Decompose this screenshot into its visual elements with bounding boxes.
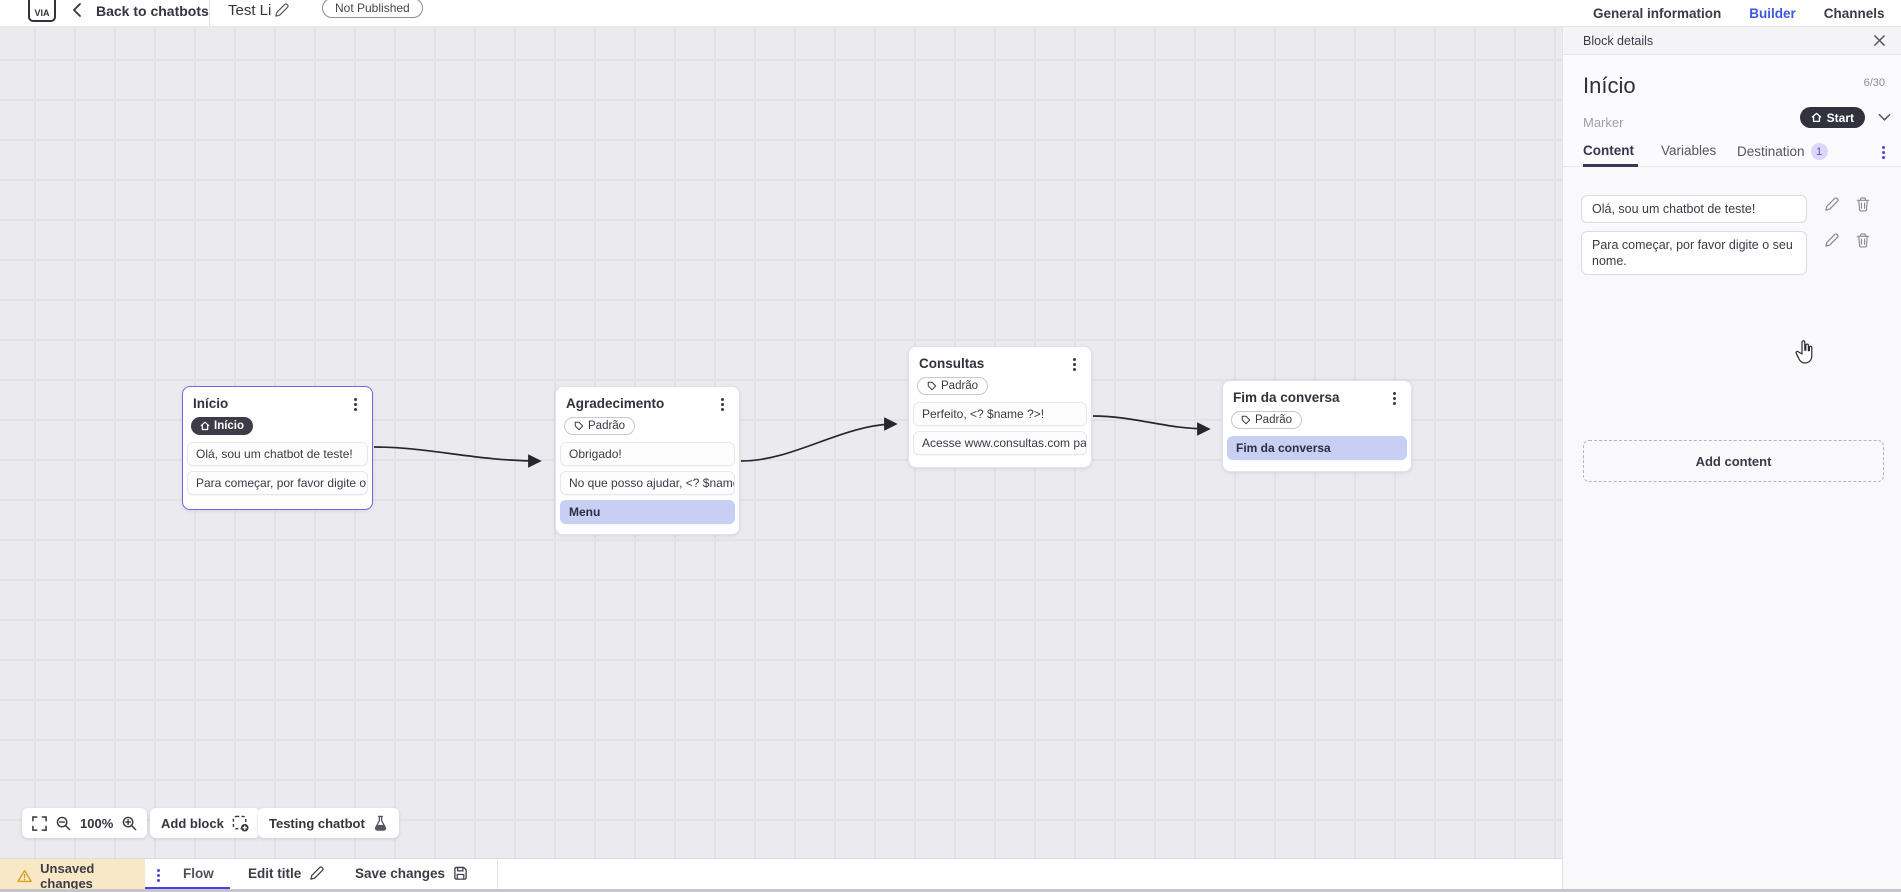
builder-nav-tabs: General information Builder Channels [1570,0,1901,26]
window-bottom-edge [0,889,1901,892]
panel-tabs: Content Variables Destination 1 [1563,139,1901,167]
node-content-item[interactable]: Olá, sou um chatbot de teste! [187,442,368,466]
content-message[interactable]: Para começar, por favor digite o seu nom… [1581,231,1807,275]
destination-count-badge: 1 [1810,143,1828,160]
tab-general-information[interactable]: General information [1593,5,1722,21]
warning-icon [17,869,32,882]
tag-icon [927,381,937,391]
flow-canvas[interactable]: Início Início Olá, sou um chatbot de tes… [0,27,1562,884]
node-menu-icon[interactable] [1067,356,1081,372]
content-message[interactable]: Olá, sou um chatbot de teste! [1581,195,1807,223]
tab-content-underline [1583,164,1638,167]
save-icon [454,866,467,880]
panel-menu-icon[interactable] [1876,144,1890,160]
node-content-item-highlighted[interactable]: Fim da conversa [1227,436,1407,460]
node-content-item[interactable]: Acesse www.consultas.com par... [913,431,1087,455]
flask-icon [374,815,386,831]
trash-icon[interactable] [1856,197,1870,212]
topbar-divider [209,0,210,26]
save-changes-button[interactable]: Save changes [355,866,468,881]
marker-start-pill[interactable]: Start [1799,107,1865,128]
node-content-item[interactable]: Para começar, por favor digite o ... [187,471,368,495]
block-details-panel: Block details Início 6/30 Marker Start C… [1562,27,1901,892]
panel-header-title: Block details [1583,33,1654,48]
node-consultas[interactable]: Consultas Padrão Perfeito, <? $name ?>! … [908,346,1092,468]
tab-channels[interactable]: Channels [1823,5,1885,21]
node-title: Início [193,396,229,411]
tab-flow-underline [145,887,230,890]
tab-flow[interactable]: Flow [183,866,214,881]
node-inicio[interactable]: Início Início Olá, sou um chatbot de tes… [182,386,373,510]
flow-connectors [373,415,1211,468]
tab-content[interactable]: Content [1583,143,1634,158]
node-content-item[interactable]: Obrigado! [560,442,735,466]
node-menu-icon[interactable] [715,396,729,412]
node-menu-icon[interactable] [348,396,362,412]
bottombar-divider [497,859,498,892]
close-icon[interactable] [1873,34,1886,47]
trash-icon[interactable] [1856,233,1870,248]
tab-variables[interactable]: Variables [1661,143,1717,158]
top-bar: VIA Back to chatbots Test Li Not Publish… [0,0,1901,27]
tab-destination[interactable]: Destination 1 [1737,143,1828,160]
edit-pencil-icon[interactable] [1824,197,1839,212]
zoom-out-icon[interactable] [56,816,71,831]
default-marker-pill: Padrão [1231,411,1303,429]
panel-header: Block details [1563,27,1901,55]
pencil-icon [310,866,324,880]
node-fim-da-conversa[interactable]: Fim da conversa Padrão Fim da conversa [1222,380,1412,472]
default-marker-pill: Padrão [917,377,989,395]
zoom-in-icon[interactable] [122,816,137,831]
zoom-level: 100% [80,815,114,831]
add-block-icon [232,815,249,832]
back-chevron-icon[interactable] [72,2,82,18]
tag-icon [574,421,584,431]
node-menu-icon[interactable] [1387,390,1401,406]
char-counter: 6/30 [1863,77,1885,89]
fullscreen-icon[interactable] [32,815,47,831]
node-title: Fim da conversa [1233,390,1340,405]
block-name-input[interactable]: Início [1583,73,1636,98]
status-badge: Not Published [322,0,423,18]
panel-content-area: Olá, sou um chatbot de teste! Para começ… [1563,167,1901,892]
add-block-button[interactable]: Add block [150,808,260,838]
home-icon [1811,112,1821,122]
flow-menu-icon[interactable] [151,867,165,883]
edit-title-button[interactable]: Edit title [248,866,324,881]
unsaved-changes-indicator: Unsaved changes [0,859,145,892]
testing-chatbot-button[interactable]: Testing chatbot [258,808,399,838]
node-title: Consultas [919,356,985,371]
node-content-item-highlighted[interactable]: Menu [560,500,735,524]
back-to-chatbots-link[interactable]: Back to chatbots [96,3,209,19]
edit-pencil-icon[interactable] [1824,233,1839,248]
add-content-button[interactable]: Add content [1583,440,1884,482]
node-content-item[interactable]: No que posso ajudar, <? $name ... [560,471,735,495]
node-content-item[interactable]: Perfeito, <? $name ?>! [913,402,1087,426]
content-row: Olá, sou um chatbot de teste! [1581,195,1870,223]
tab-builder[interactable]: Builder [1749,5,1796,21]
bottom-bar: Unsaved changes Flow Edit title Save cha… [0,858,1562,892]
chatbot-title[interactable]: Test Li [228,2,272,19]
start-marker-pill: Início [191,417,254,435]
content-row: Para começar, por favor digite o seu nom… [1581,231,1870,275]
chevron-down-icon[interactable] [1878,113,1891,122]
zoom-controls: 100% [22,808,148,838]
node-title: Agradecimento [566,396,665,411]
app-logo[interactable]: VIA [28,0,56,22]
home-icon [200,421,210,431]
tag-icon [1241,415,1251,425]
default-marker-pill: Padrão [564,417,636,435]
node-agradecimento[interactable]: Agradecimento Padrão Obrigado! No que po… [555,386,740,535]
marker-label: Marker [1583,115,1624,130]
edit-title-pencil-icon[interactable] [274,3,289,18]
